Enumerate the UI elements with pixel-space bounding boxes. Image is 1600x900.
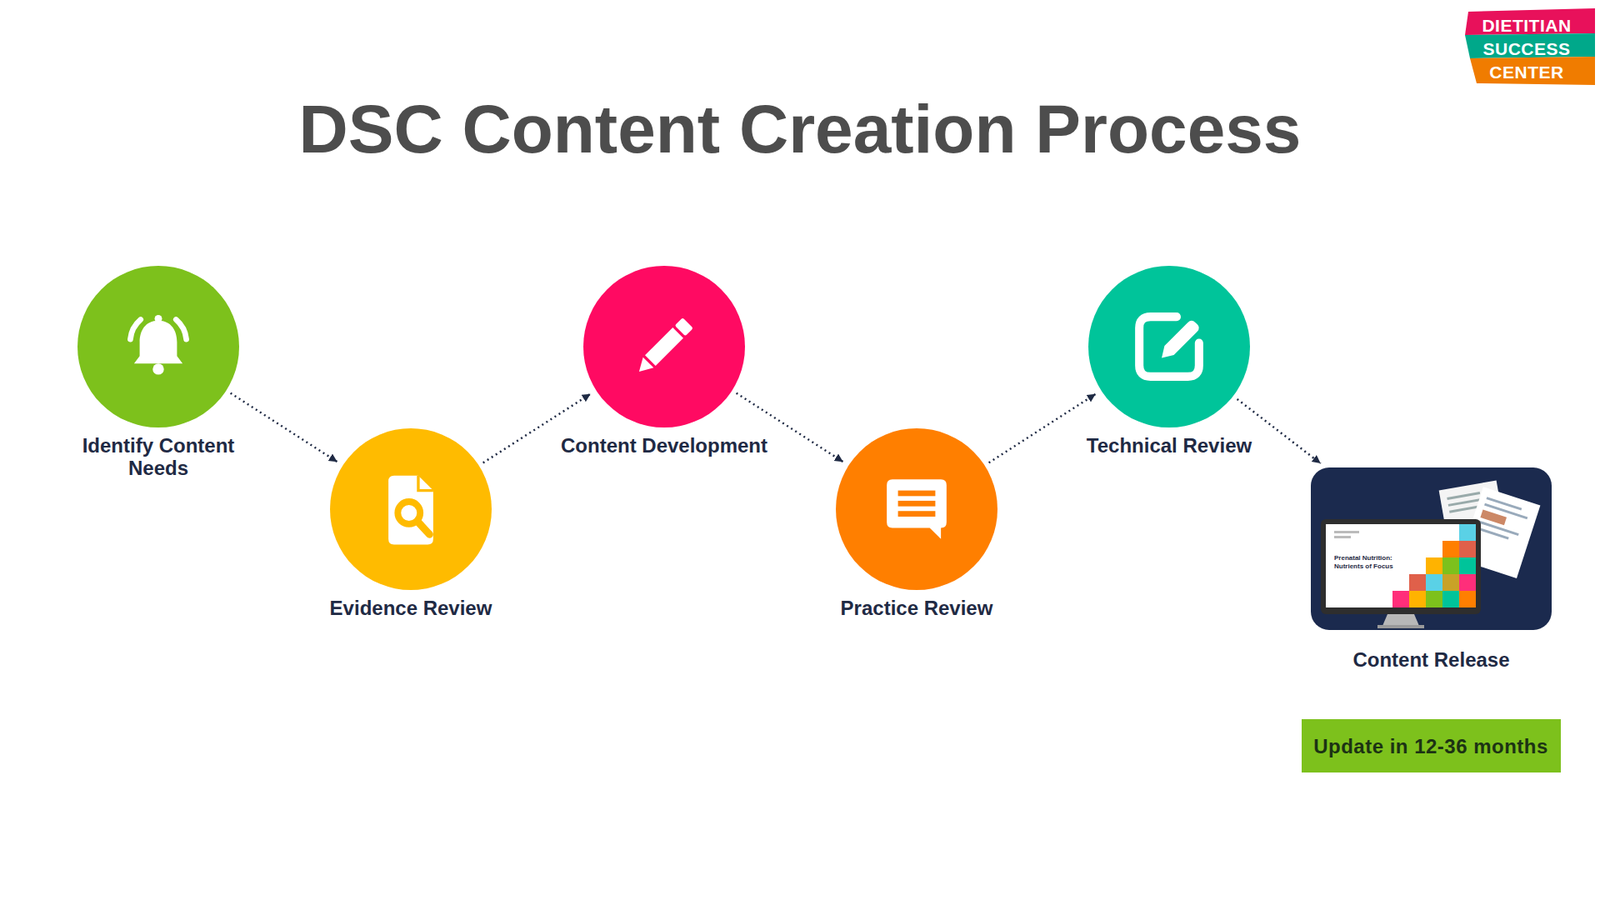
step-circle (330, 428, 492, 590)
illustration-part (1459, 486, 1540, 579)
step-circle (77, 265, 240, 428)
step-node: Evidence Review (302, 428, 520, 620)
step-node: Technical Review (1060, 265, 1278, 457)
step-circle (583, 265, 745, 428)
illustration-part (1446, 491, 1480, 500)
illustration-part (417, 521, 430, 535)
screen-title: Prenatal Nutrition: Nutrients of Focus (1334, 554, 1403, 571)
illustration-part (1409, 590, 1426, 608)
release-illustration (1310, 467, 1552, 630)
illustration-part (1334, 530, 1360, 534)
release-frame (1310, 467, 1552, 630)
illustration-part (1325, 524, 1476, 608)
illustration-part (1478, 520, 1519, 536)
step-circle (835, 428, 998, 590)
illustration-part (1392, 524, 1476, 608)
illustration-part (1476, 526, 1510, 540)
step-icon (364, 462, 458, 556)
illustration-part (1409, 574, 1426, 591)
logo-text: DIETITIAN SUCCESS CENTER (1468, 14, 1585, 85)
step-label: Evidence Review (302, 596, 520, 620)
step-label: Technical Review (1060, 434, 1278, 457)
illustration-part (898, 510, 936, 517)
illustration-part (1442, 540, 1460, 558)
step-label: Practice Review (808, 596, 1025, 620)
illustration-part (1442, 557, 1460, 575)
illustration-part (1161, 320, 1200, 359)
illustration-part (130, 320, 140, 340)
illustration-part (645, 327, 684, 366)
illustration-part (1310, 467, 1552, 630)
illustration-part (1459, 574, 1476, 591)
illustration-part (634, 317, 694, 377)
illustration-part (1425, 574, 1443, 591)
step-icon (1122, 300, 1216, 394)
illustration-part (388, 475, 434, 545)
flow-connector (989, 394, 1096, 463)
illustration-part (1442, 574, 1460, 591)
illustration-part (1377, 625, 1425, 629)
step-icon (111, 300, 205, 394)
illustration-part (1459, 486, 1540, 579)
illustration-part (898, 490, 936, 497)
step-node: Practice Review (808, 428, 1025, 620)
step-node: Content Development (555, 265, 773, 457)
step-node: Identify Content Needs (50, 265, 267, 480)
illustration-part (155, 315, 163, 323)
illustration-part (1442, 590, 1460, 608)
step-label: Content Release (1310, 648, 1552, 671)
illustration-part (1392, 590, 1410, 608)
illustration-part (134, 320, 183, 365)
flow-connector (230, 393, 338, 462)
illustration-part (1425, 590, 1443, 608)
illustration-part (886, 479, 947, 540)
illustration-part (1382, 614, 1420, 626)
illustration-part (1320, 519, 1481, 615)
illustration-part (152, 363, 164, 375)
illustration-part (1459, 590, 1476, 608)
update-box: Update in 12-36 months (1301, 719, 1561, 773)
illustration-part (634, 357, 655, 378)
illustration-part (1486, 496, 1523, 510)
illustration-part (418, 475, 434, 491)
update-note: Update in 12-36 months (1313, 735, 1549, 758)
update-band: Update in 12-36 months (1301, 719, 1561, 773)
step-label: Content Development (555, 434, 773, 457)
step-icon (617, 300, 711, 394)
step-circle (1088, 265, 1250, 428)
illustration-part (1425, 557, 1443, 575)
illustration-part (1459, 557, 1476, 575)
illustration-part (898, 500, 936, 507)
illustration-part (175, 320, 186, 340)
diagram-title: DSC Content Creation Process (0, 95, 1600, 164)
step-icon (870, 462, 964, 556)
illustration-part (1334, 535, 1351, 539)
illustration-part (1459, 524, 1476, 541)
illustration-part (1139, 316, 1200, 377)
step-label: Identify Content Needs (50, 434, 267, 480)
illustration-part (1459, 540, 1476, 558)
